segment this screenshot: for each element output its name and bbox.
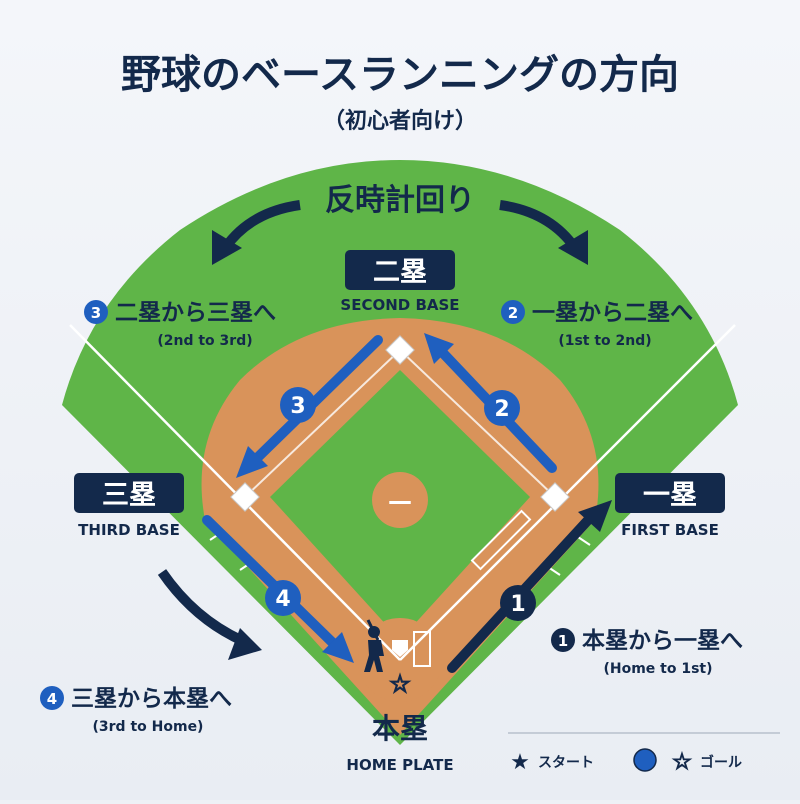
- step-marker-3: 3: [280, 387, 316, 423]
- goal-star-icon: ☆: [389, 670, 411, 698]
- svg-text:二塁から三塁へ: 二塁から三塁へ: [115, 300, 276, 326]
- svg-text:HOME PLATE: HOME PLATE: [346, 756, 453, 774]
- running-lane: [470, 509, 532, 571]
- basepath-2-3: [244, 349, 401, 498]
- pitcher-rubber: —: [388, 487, 412, 515]
- first-base: [540, 482, 570, 512]
- svg-text:三塁: 三塁: [102, 480, 156, 511]
- svg-text:FIRST BASE: FIRST BASE: [621, 521, 719, 539]
- svg-text:(1st to 2nd): (1st to 2nd): [558, 333, 651, 349]
- pitcher-mound: [372, 472, 428, 528]
- svg-text:一塁: 一塁: [643, 480, 697, 511]
- goal-circle-icon: [633, 748, 657, 772]
- home-plate-label: 本塁 HOME PLATE: [346, 712, 453, 774]
- svg-text:本塁から一塁へ: 本塁から一塁へ: [582, 628, 743, 654]
- svg-text:(Home to 1st): (Home to 1st): [603, 661, 712, 677]
- second-base: [385, 335, 415, 365]
- svg-text:3: 3: [290, 394, 305, 419]
- svg-text:4: 4: [275, 587, 290, 612]
- legend: ★ スタート ☆ ゴール: [508, 732, 780, 776]
- goal-star-legend-icon: ☆: [672, 750, 692, 775]
- svg-text:三塁から本塁へ: 三塁から本塁へ: [71, 686, 232, 712]
- basepath-1-2: [399, 349, 556, 498]
- ccw-arrowhead-third: [228, 628, 262, 660]
- step-caption-1: 1 本塁から一塁へ (Home to 1st): [551, 628, 743, 677]
- third-base-label: 三塁 THIRD BASE: [74, 473, 184, 539]
- svg-text:3: 3: [91, 304, 101, 322]
- third-base: [230, 482, 260, 512]
- svg-text:1: 1: [558, 632, 568, 650]
- first-base-label: 一塁 FIRST BASE: [615, 473, 725, 539]
- page-subtitle: （初心者向け）: [323, 108, 477, 134]
- svg-text:4: 4: [47, 690, 57, 708]
- step-marker-4: 4: [265, 580, 301, 616]
- run-arrow-4: [202, 515, 354, 663]
- svg-text:SECOND BASE: SECOND BASE: [340, 296, 459, 314]
- svg-text:THIRD BASE: THIRD BASE: [78, 521, 180, 539]
- svg-text:1: 1: [510, 592, 525, 617]
- start-star-icon: ★: [510, 750, 530, 775]
- step-caption-4: 4 三塁から本塁へ (3rd to Home): [40, 686, 232, 735]
- page-title: 野球のベースランニングの方向: [121, 52, 679, 98]
- ccw-arrowhead-right: [558, 230, 588, 265]
- step-caption-2: 2 一塁から二塁へ (1st to 2nd): [501, 300, 693, 349]
- step-marker-2: 2: [484, 390, 520, 426]
- batters-box: [413, 631, 431, 667]
- svg-text:本塁: 本塁: [372, 712, 428, 745]
- svg-text:二塁: 二塁: [373, 257, 427, 288]
- batter-icon: [364, 619, 384, 672]
- svg-text:(2nd to 3rd): (2nd to 3rd): [157, 333, 252, 349]
- foul-line-right: [399, 324, 736, 661]
- ccw-arrowhead-left: [212, 230, 242, 265]
- svg-text:2: 2: [494, 397, 509, 422]
- run-arrow-3: [236, 335, 383, 478]
- home-plate: [392, 640, 408, 657]
- step-caption-3: 3 二塁から三塁へ (2nd to 3rd): [84, 300, 276, 349]
- second-base-label: 二塁 SECOND BASE: [340, 250, 460, 314]
- svg-text:一塁から二塁へ: 一塁から二塁へ: [532, 300, 693, 326]
- svg-text:(3rd to Home): (3rd to Home): [93, 719, 204, 735]
- legend-start: スタート: [538, 755, 594, 771]
- direction-label: 反時計回り: [325, 183, 475, 218]
- ccw-arrow-third: [157, 569, 248, 647]
- step-marker-1: 1: [500, 585, 536, 621]
- legend-goal: ゴール: [700, 754, 742, 771]
- svg-text:2: 2: [508, 304, 518, 322]
